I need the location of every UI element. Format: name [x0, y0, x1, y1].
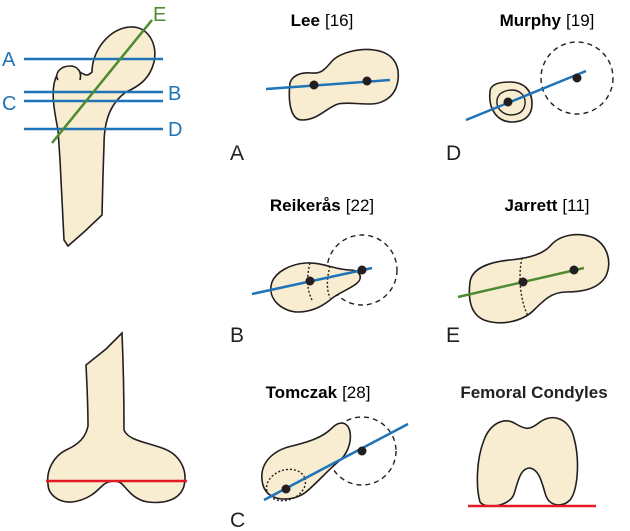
panel-tomczak-ref: [28]	[342, 383, 370, 402]
panel-murphy-name: Murphy	[500, 11, 562, 30]
label-c: C	[2, 93, 16, 115]
distal-femur	[46, 331, 187, 504]
tomczak-head-circle	[327, 416, 397, 486]
panel-jarrett-title: Jarrett [11]	[504, 196, 589, 215]
line-e	[51, 19, 153, 144]
condyles-section	[476, 416, 579, 507]
panel-tomczak: Tomczak[28] C	[230, 383, 409, 531]
panel-reikeras: Reikerås [22] B	[230, 196, 398, 347]
panel-reikeras-ref: [22]	[346, 196, 374, 215]
panel-murphy-letter: D	[446, 142, 461, 165]
jarrett-neck-dotted	[519, 257, 529, 317]
panel-lee: Lee [16] A	[230, 11, 400, 165]
distal-femur-bone	[46, 331, 186, 504]
panel-lee-title: Lee [16]	[291, 11, 354, 30]
reikeras-point-neck	[305, 276, 315, 286]
panel-jarrett-name: Jarrett	[504, 196, 557, 215]
lee-point-neck	[309, 80, 319, 90]
panel-lee-name: Lee	[291, 11, 320, 30]
panel-lee-letter: A	[230, 142, 244, 165]
panel-reikeras-title: Reikerås [22]	[270, 196, 374, 215]
jarrett-point-head	[569, 265, 579, 275]
label-e: E	[153, 4, 166, 26]
panel-murphy: Murphy[19] D	[446, 11, 614, 165]
label-a: A	[2, 49, 16, 71]
lee-section	[288, 48, 400, 121]
panel-reikeras-name: Reikerås	[270, 196, 341, 215]
panel-condyles-title: Femoral Condyles	[460, 383, 607, 402]
proximal-femur: A C B D E	[2, 4, 182, 248]
panel-murphy-ref: [19]	[566, 11, 594, 30]
panel-tomczak-title: Tomczak[28]	[266, 383, 371, 402]
panel-jarrett: Jarrett [11] E	[446, 196, 610, 347]
label-b: B	[168, 83, 181, 105]
tomczak-section	[261, 422, 352, 500]
panel-tomczak-letter: C	[230, 509, 245, 531]
panel-jarrett-letter: E	[446, 324, 460, 347]
panel-jarrett-ref: [11]	[562, 196, 589, 215]
tomczak-point-neck	[281, 484, 291, 494]
panel-reikeras-letter: B	[230, 324, 244, 347]
panel-tomczak-name: Tomczak	[266, 383, 338, 402]
lee-point-head	[362, 76, 372, 86]
murphy-point-neck	[503, 97, 513, 107]
greater-trochanter	[55, 65, 82, 81]
jarrett-point-neck	[518, 277, 528, 287]
panel-lee-ref: [16]	[325, 11, 353, 30]
tomczak-point-head	[357, 446, 367, 456]
panel-murphy-title: Murphy[19]	[500, 11, 595, 30]
murphy-point-head	[572, 73, 582, 83]
murphy-head-circle	[540, 41, 614, 115]
label-d: D	[168, 119, 182, 141]
reikeras-point-head	[357, 265, 367, 275]
reikeras-neck-dotted-2	[326, 265, 331, 299]
panel-condyles: Femoral Condyles	[460, 383, 608, 508]
murphy-axis	[465, 69, 587, 122]
